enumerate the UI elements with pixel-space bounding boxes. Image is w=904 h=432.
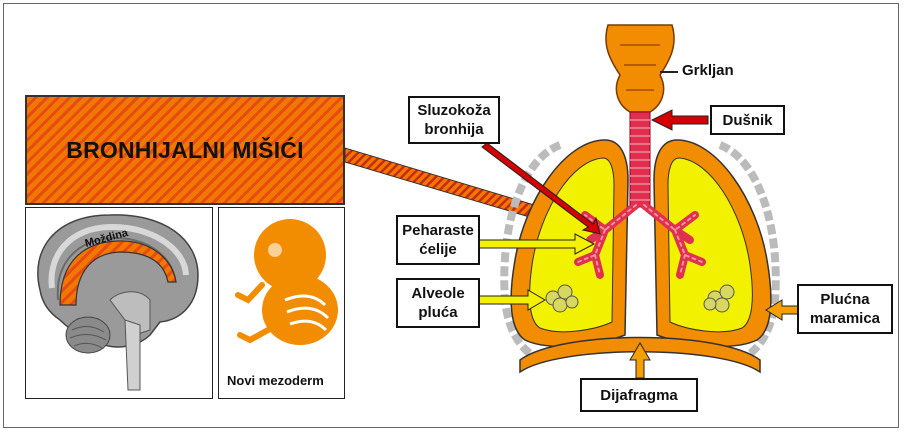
- larynx: [606, 25, 674, 112]
- brain-illustration: Moždina: [38, 215, 198, 390]
- peharaste-label: Peharaste ćelije: [396, 215, 480, 265]
- arrow-dusnik: [652, 110, 708, 130]
- dijafragma-label: Dijafragma: [580, 378, 698, 412]
- embryo-illustration: Novi mezoderm: [227, 219, 338, 388]
- grkljan-label: Grkljan: [682, 62, 734, 79]
- dusnik-label: Dušnik: [710, 105, 785, 135]
- alveole-label: Alveole pluća: [396, 278, 480, 328]
- plucna-label: Plućna maramica: [797, 284, 893, 334]
- trachea: [630, 112, 650, 207]
- mezoderm-label: Novi mezoderm: [227, 373, 324, 388]
- sluzokoza-label: Sluzokoža bronhija: [408, 96, 500, 144]
